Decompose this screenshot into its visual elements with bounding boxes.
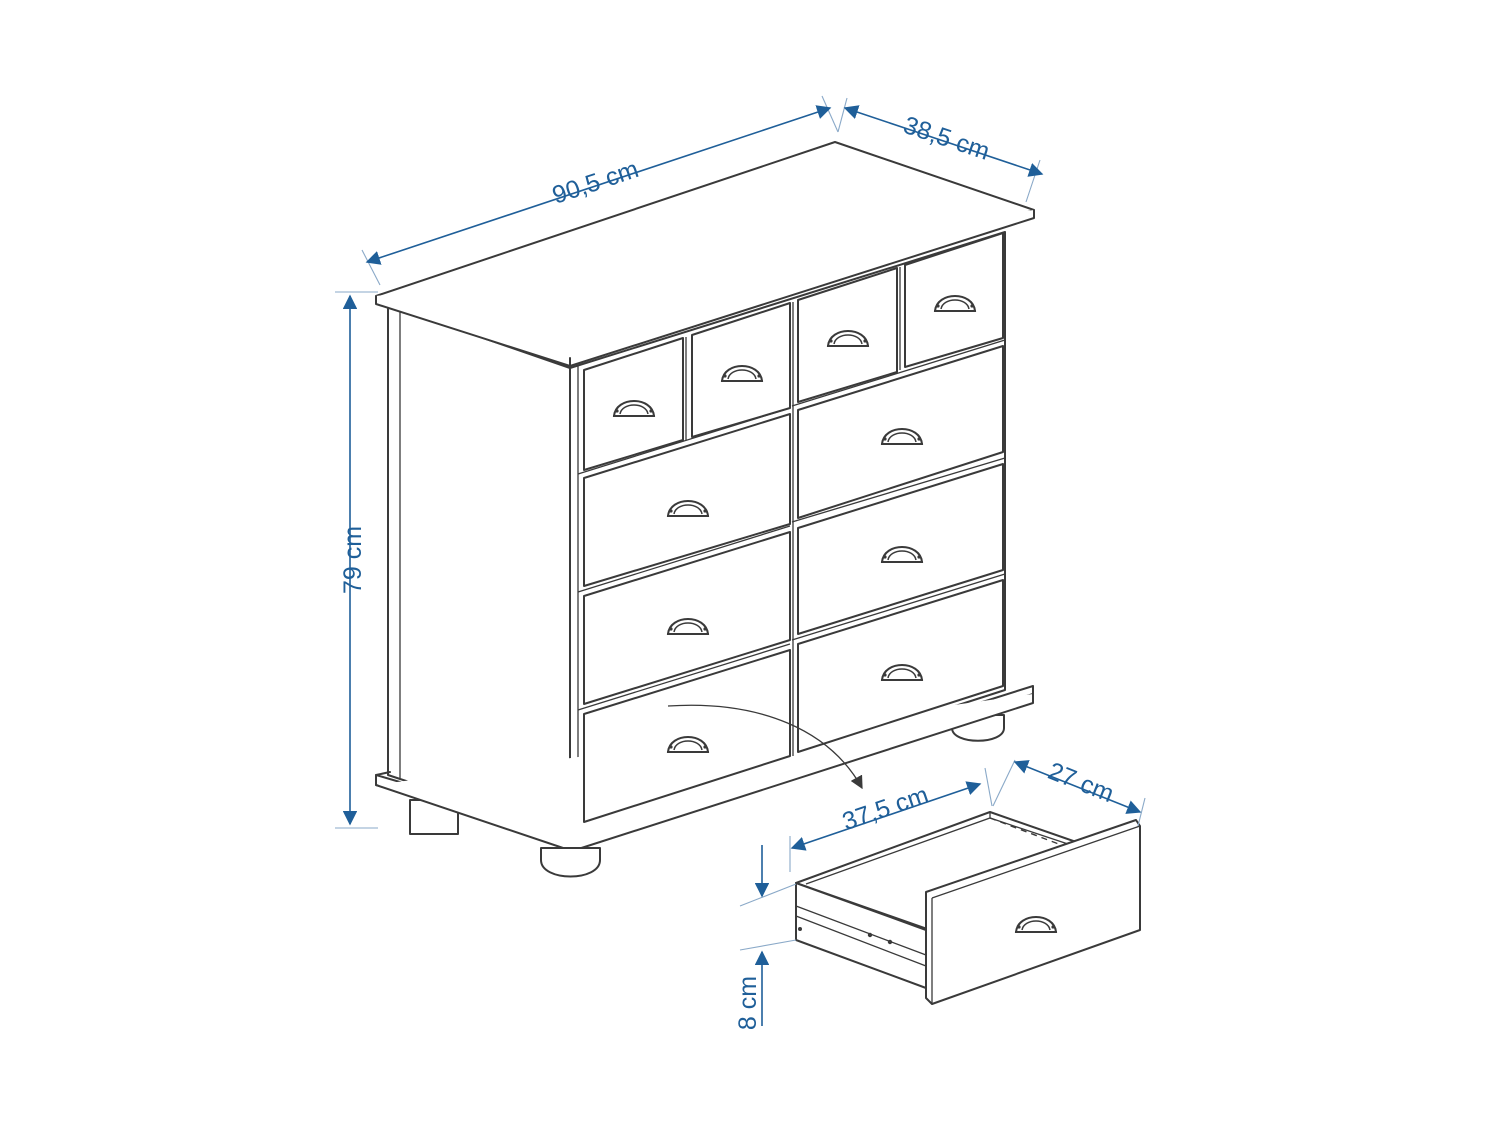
drawer-width-label: 37,5 cm [839, 781, 932, 836]
drawers [577, 232, 1006, 823]
height-label: 79 cm [339, 526, 367, 594]
depth-label: 38,5 cm [900, 111, 993, 166]
width-label: 90,5 cm [549, 155, 642, 210]
dimension-lines [335, 95, 1146, 1026]
drawer-height-label: 8 cm [734, 976, 762, 1030]
drawer-front [925, 819, 1141, 1005]
bun-foot-front [540, 847, 601, 878]
drawer-detail [795, 811, 1141, 1005]
drawer-left-2 [583, 531, 791, 705]
drawer-left-3 [583, 649, 791, 823]
side-panel [387, 304, 571, 836]
drawer-left-1 [583, 413, 791, 587]
pull-out-arrow [667, 704, 863, 790]
drawer-depth-label: 27 cm [1044, 757, 1118, 808]
